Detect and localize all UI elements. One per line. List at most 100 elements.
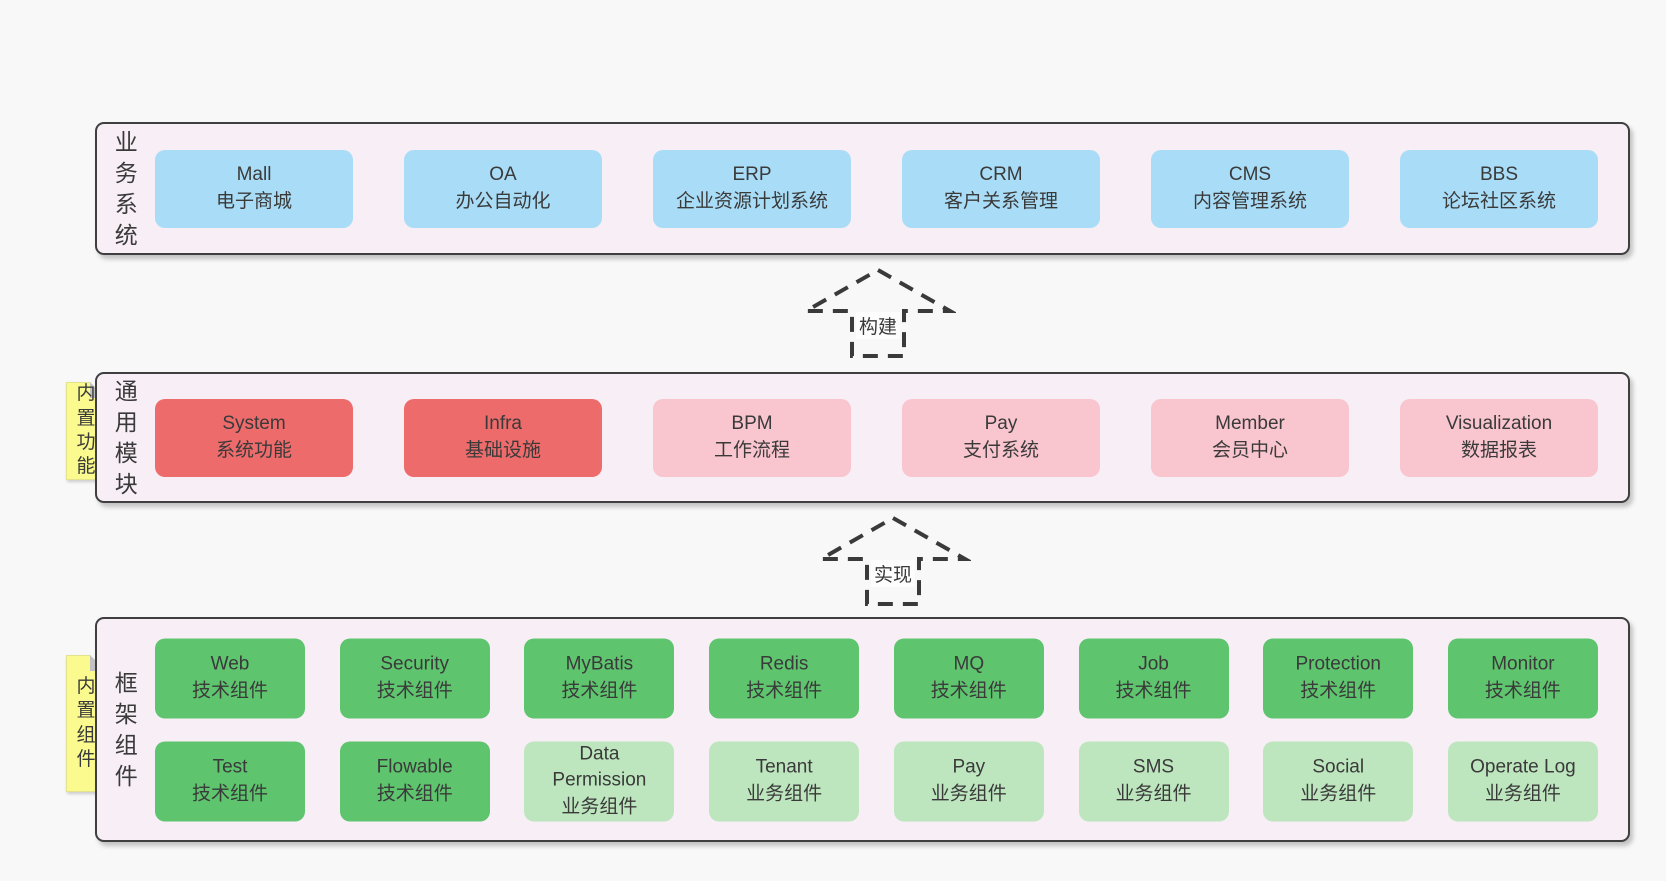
box-subtitle: 业务组件 [1484,783,1561,804]
box-title: SMS [1132,756,1175,778]
box-subtitle: 业务组件 [1300,783,1377,804]
box-title: Redis [759,653,809,675]
box-monitor: Monitor 技术组件 [1447,638,1598,718]
box-subtitle: 技术组件 [561,680,638,701]
box-system: System 系统功能 [155,398,353,477]
box-title: Social [1312,756,1365,778]
box-pay-module: Pay 支付系统 [902,398,1100,477]
box-subtitle: 系统功能 [215,439,292,461]
box-mall: Mall 电子商城 [155,149,353,228]
box-subtitle: 技术组件 [191,680,268,701]
box-job: Job 技术组件 [1078,638,1229,718]
box-data-permission: Data Permission 业务组件 [524,741,675,821]
box-social: Social 业务组件 [1263,741,1414,821]
box-title: MQ [953,653,985,675]
box-subtitle: 会员中心 [1211,439,1288,461]
box-title: Infra [483,412,523,434]
business-box-row: Mall 电子商城 OA 办公自动化 ERP 企业资源计划系统 CRM 客户关系… [155,149,1598,228]
box-title: MyBatis [565,653,634,675]
box-cms: CMS 内容管理系统 [1151,149,1349,228]
box-subtitle: 业务组件 [1115,783,1192,804]
box-title: Job [1138,653,1169,675]
box-title: BBS [1479,163,1519,185]
panel-business-label: 业务系统 [114,128,138,248]
box-web: Web 技术组件 [155,638,305,718]
box-flowable: Flowable 技术组件 [339,741,490,821]
box-subtitle: 技术组件 [191,783,268,804]
box-title: Visualization [1445,412,1553,434]
box-title: CMS [1228,163,1272,185]
panel-common-modules: 通用模块 System 系统功能 Infra 基础设施 BPM 工作流程 Pay… [95,372,1630,503]
box-title: System [222,412,286,434]
box-protection: Protection 技术组件 [1263,638,1414,718]
panel-business-systems: 业务系统 Mall 电子商城 OA 办公自动化 ERP 企业资源计划系统 CRM… [95,122,1630,255]
box-title: Protection [1295,653,1381,675]
arrow-up-implement-icon: 实现 [815,514,971,608]
box-mq: MQ 技术组件 [893,638,1044,718]
box-tenant: Tenant 业务组件 [709,741,860,821]
box-subtitle: 业务组件 [746,783,823,804]
sticky-label: 内置功能 [76,383,96,478]
box-subtitle: 支付系统 [962,439,1039,461]
box-mybatis: MyBatis 技术组件 [524,638,675,718]
arrow-impl-label: 实现 [870,560,916,587]
box-title: Tenant [755,756,813,778]
box-title: Operate Log [1470,756,1576,778]
box-title: Monitor [1491,653,1555,675]
box-subtitle: 技术组件 [376,783,453,804]
box-subtitle: 数据报表 [1460,439,1537,461]
box-title: Data Permission [552,743,647,791]
box-title: Security [380,653,450,675]
box-title: Member [1215,412,1285,434]
box-infra: Infra 基础设施 [404,398,602,477]
arrow-up-build-icon: 构建 [800,266,956,360]
box-subtitle: 技术组件 [1300,680,1377,701]
box-title: Test [212,756,248,778]
box-bbs: BBS 论坛社区系统 [1400,149,1598,228]
components-box-row-2: Test 技术组件 Flowable 技术组件 Data Permission … [155,741,1598,821]
box-subtitle: 内容管理系统 [1192,190,1307,212]
box-title: Flowable [376,756,453,778]
sticky-label: 内置组件 [76,675,96,770]
modules-box-row: System 系统功能 Infra 基础设施 BPM 工作流程 Pay 支付系统… [155,398,1598,477]
box-subtitle: 办公自动化 [455,190,551,212]
box-member: Member 会员中心 [1151,398,1349,477]
box-bpm: BPM 工作流程 [653,398,851,477]
components-box-row-1: Web 技术组件 Security 技术组件 MyBatis 技术组件 Redi… [155,638,1598,718]
panel-components-label: 框架组件 [114,669,138,789]
box-security: Security 技术组件 [339,638,490,718]
box-test: Test 技术组件 [155,741,305,821]
box-crm: CRM 客户关系管理 [902,149,1100,228]
arrow-build-label: 构建 [855,312,901,339]
box-subtitle: 论坛社区系统 [1441,190,1556,212]
box-subtitle: 客户关系管理 [943,190,1058,212]
box-subtitle: 业务组件 [561,796,638,818]
box-title: CRM [979,163,1023,185]
box-subtitle: 技术组件 [1115,680,1192,701]
box-subtitle: 企业资源计划系统 [675,190,828,212]
box-subtitle: 电子商城 [215,190,292,212]
box-title: OA [489,163,517,185]
box-subtitle: 业务组件 [930,783,1007,804]
box-visualization: Visualization 数据报表 [1400,398,1598,477]
box-title: BPM [731,412,773,434]
box-pay-component: Pay 业务组件 [893,741,1044,821]
box-title: ERP [732,163,772,185]
box-oa: OA 办公自动化 [404,149,602,228]
box-title: Web [210,653,250,675]
panel-modules-label: 通用模块 [114,377,138,497]
panel-framework-components: 框架组件 Web 技术组件 Security 技术组件 MyBatis 技术组件 [95,617,1630,842]
box-subtitle: 技术组件 [746,680,823,701]
box-sms: SMS 业务组件 [1078,741,1229,821]
box-redis: Redis 技术组件 [709,638,860,718]
box-subtitle: 技术组件 [930,680,1007,701]
box-subtitle: 基础设施 [464,439,541,461]
box-title: Mall [236,163,272,185]
box-subtitle: 技术组件 [1484,680,1561,701]
box-title: Pay [984,412,1018,434]
box-erp: ERP 企业资源计划系统 [653,149,851,228]
box-subtitle: 工作流程 [713,439,790,461]
box-subtitle: 技术组件 [376,680,453,701]
box-title: Pay [952,756,986,778]
